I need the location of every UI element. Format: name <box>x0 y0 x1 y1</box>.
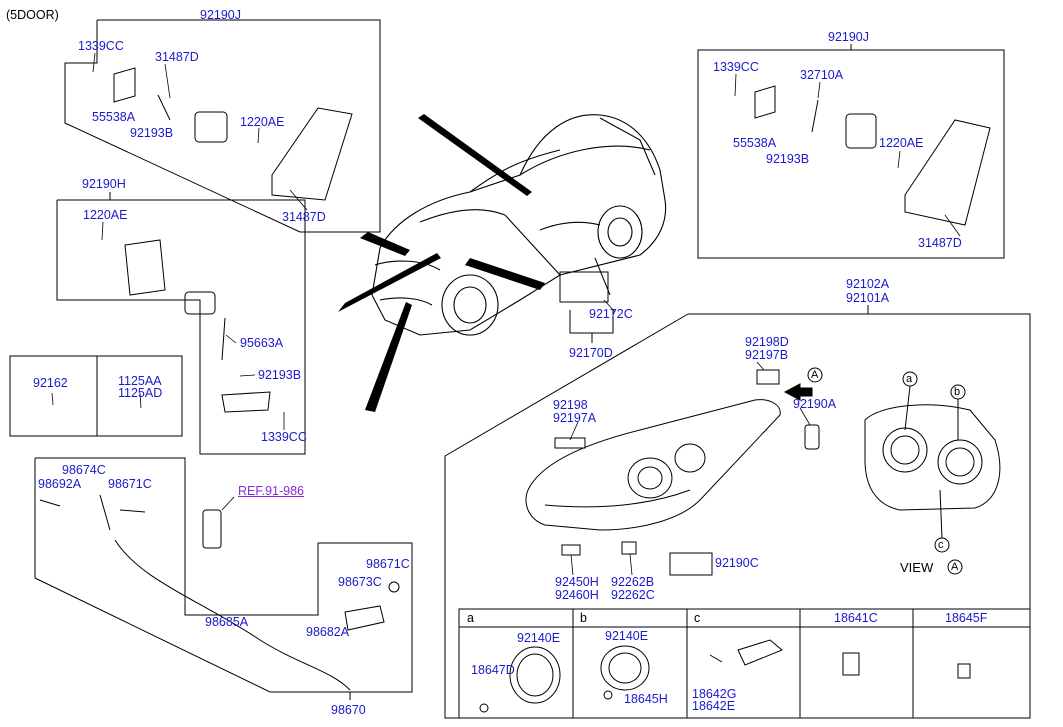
part-label[interactable]: 1339CC <box>261 430 307 444</box>
callout-b: b <box>954 386 961 398</box>
part-label[interactable]: 92262C <box>611 588 655 602</box>
part-label[interactable]: 92190A <box>793 397 837 411</box>
assy-92101A[interactable]: 92101A <box>846 291 890 305</box>
part-label[interactable]: 31487D <box>155 50 199 64</box>
part-label[interactable]: 98692A <box>38 477 82 491</box>
part-label[interactable]: 92198 <box>553 398 588 412</box>
part-label[interactable]: 18647D <box>471 663 515 677</box>
part-label[interactable]: 55538A <box>733 136 777 150</box>
group-box-headlamp <box>444 313 1031 719</box>
group-box-leveling-left-top <box>64 19 381 233</box>
arrow-letter: A <box>811 369 819 381</box>
part-label[interactable]: 98674C <box>62 463 106 477</box>
part-label[interactable]: 18645H <box>624 692 668 706</box>
table-header-b: b <box>580 611 587 625</box>
part-label[interactable]: 98671C <box>108 477 152 491</box>
assy-92190J-left[interactable]: 92190J <box>200 8 242 22</box>
variant-label: (5DOOR) <box>6 8 59 22</box>
part-label[interactable]: 92262B <box>611 575 655 589</box>
group-box-small-parts <box>9 355 183 437</box>
part-label[interactable]: 18642G <box>692 687 737 701</box>
part-label[interactable]: 55538A <box>92 110 136 124</box>
part-label[interactable]: 1220AE <box>83 208 128 222</box>
part-label[interactable]: 1220AE <box>240 115 285 129</box>
callout-c: c <box>938 539 944 551</box>
part-label[interactable]: 92193B <box>258 368 302 382</box>
part-label[interactable]: 92197A <box>553 411 597 425</box>
part-label[interactable]: 98685A <box>205 615 249 629</box>
part-label[interactable]: 92198D <box>745 335 789 349</box>
part-label[interactable]: 98682A <box>306 625 350 639</box>
part-label[interactable]: 92450H <box>555 575 599 589</box>
group-box-leveling-right-top <box>697 49 1005 259</box>
part-label[interactable]: 92162 <box>33 376 68 390</box>
table-header-18641C[interactable]: 18641C <box>834 611 878 625</box>
part-label[interactable]: 92193B <box>766 152 810 166</box>
part-label[interactable]: 92170D <box>569 346 613 360</box>
part-label[interactable]: 1339CC <box>78 39 124 53</box>
table-header-c: c <box>694 611 701 625</box>
part-label[interactable]: 31487D <box>282 210 326 224</box>
part-label[interactable]: 18642E <box>692 699 736 713</box>
part-label[interactable]: 95663A <box>240 336 284 350</box>
part-label[interactable]: 98671C <box>366 557 410 571</box>
vehicle-illustration <box>371 114 667 336</box>
part-label[interactable]: 31487D <box>918 236 962 250</box>
assy-92190H[interactable]: 92190H <box>82 177 126 191</box>
group-box-washer <box>34 457 413 693</box>
assy-92190J-right[interactable]: 92190J <box>828 30 870 44</box>
ref-link[interactable]: REF.91-986 <box>238 484 305 498</box>
view-label: VIEW <box>900 560 934 575</box>
part-label[interactable]: 92193B <box>130 126 174 140</box>
part-label[interactable]: 92460H <box>555 588 599 602</box>
bulb-table <box>458 608 1031 719</box>
part-label[interactable]: 1220AE <box>879 136 924 150</box>
part-label[interactable]: 92140E <box>605 629 649 643</box>
table-header-a: a <box>467 611 474 625</box>
table-header-18645F[interactable]: 18645F <box>945 611 988 625</box>
part-label[interactable]: 98673C <box>338 575 382 589</box>
callout-a: a <box>906 373 913 385</box>
group-box-leveling-left-mid <box>56 199 306 455</box>
part-label[interactable]: 92140E <box>517 631 561 645</box>
callout-wedges <box>338 114 545 412</box>
part-label[interactable]: 92197B <box>745 348 789 362</box>
part-label[interactable]: 92190C <box>715 556 759 570</box>
assy-92102A[interactable]: 92102A <box>846 277 890 291</box>
view-letter: A <box>951 561 959 573</box>
part-label[interactable]: 1125AA <box>118 374 162 388</box>
part-label[interactable]: 1339CC <box>713 60 759 74</box>
part-label[interactable]: 32710A <box>800 68 844 82</box>
assy-98670[interactable]: 98670 <box>331 703 366 717</box>
part-label[interactable]: 92172C <box>589 307 633 321</box>
part-label[interactable]: 1125AD <box>118 386 163 400</box>
